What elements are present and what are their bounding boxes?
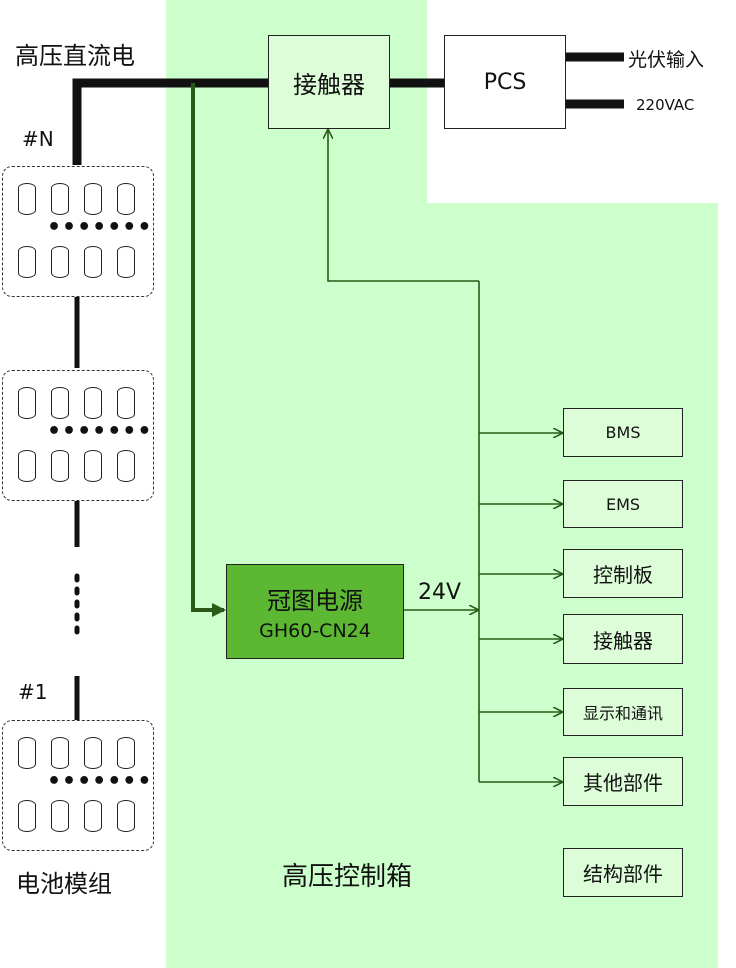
load-box-contactor: 接触器 [563,614,683,664]
hv-tap-to-psu [191,83,226,617]
load-box-control-board: 控制板 [563,549,683,598]
battery-cell [117,387,135,419]
control-box-label: 高压控制箱 [282,862,413,892]
pcs-box: PCS [444,35,566,129]
main-contactor-box: 接触器 [268,35,390,129]
cell-ellipsis: ••••••• [47,419,153,444]
load-label: EMS [605,494,641,514]
load-label: 其他部件 [583,771,663,795]
battery-cell [18,246,36,278]
battery-cell [18,387,36,419]
battery-cell [51,246,69,278]
load-label: 显示和通讯 [582,704,663,723]
module-n-label: #N [22,127,54,151]
load-label: 接触器 [593,628,653,653]
battery-cell [18,737,36,769]
load-box-other-parts: 其他部件 [563,757,683,806]
pv-input-label: 光伏输入 [628,49,705,71]
cell-ellipsis: ••••••• [47,215,153,240]
power-supply-model: GH60-CN24 [259,620,371,642]
hv-dc-label: 高压直流电 [15,42,135,70]
battery-cell [117,737,135,769]
battery-module-middle: ••••••• [2,370,154,501]
battery-cell [117,450,135,482]
battery-module-1: ••••••• [2,720,154,851]
battery-cell [117,800,135,832]
battery-cell [84,183,102,215]
ac-input-label: 220VAC [636,96,695,114]
load-label: BMS [605,423,641,442]
structure-part-label: 结构部件 [583,862,663,886]
pcs-label: PCS [483,69,527,95]
load-box-bms: BMS [563,408,683,457]
load-label: 控制板 [593,563,653,587]
battery-cell [51,450,69,482]
battery-module-label: 电池模组 [16,870,112,898]
power-supply-name: 冠图电源 [267,587,363,615]
battery-cell [84,450,102,482]
structure-part-box: 结构部件 [563,848,683,897]
battery-module-n: ••••••• [2,166,154,297]
battery-cell [51,737,69,769]
battery-cell [117,183,135,215]
main-contactor-label: 接触器 [293,70,365,99]
battery-cell [18,183,36,215]
battery-cell [84,246,102,278]
battery-cell [51,800,69,832]
battery-cell [117,246,135,278]
hv-dc-bus [72,78,270,165]
voltage-label: 24V [418,580,462,605]
battery-cell [51,387,69,419]
power-supply-box: 冠图电源 GH60-CN24 [226,564,404,659]
battery-cell [18,800,36,832]
load-box-ems: EMS [563,480,683,528]
load-box-display-comm: 显示和通讯 [563,688,683,736]
module-1-label: #1 [18,680,48,704]
battery-cell [18,450,36,482]
cell-ellipsis: ••••••• [47,769,153,794]
battery-cell [51,183,69,215]
battery-cell [84,800,102,832]
battery-cell [84,737,102,769]
contactor-control-line [328,130,479,282]
battery-cell [84,387,102,419]
